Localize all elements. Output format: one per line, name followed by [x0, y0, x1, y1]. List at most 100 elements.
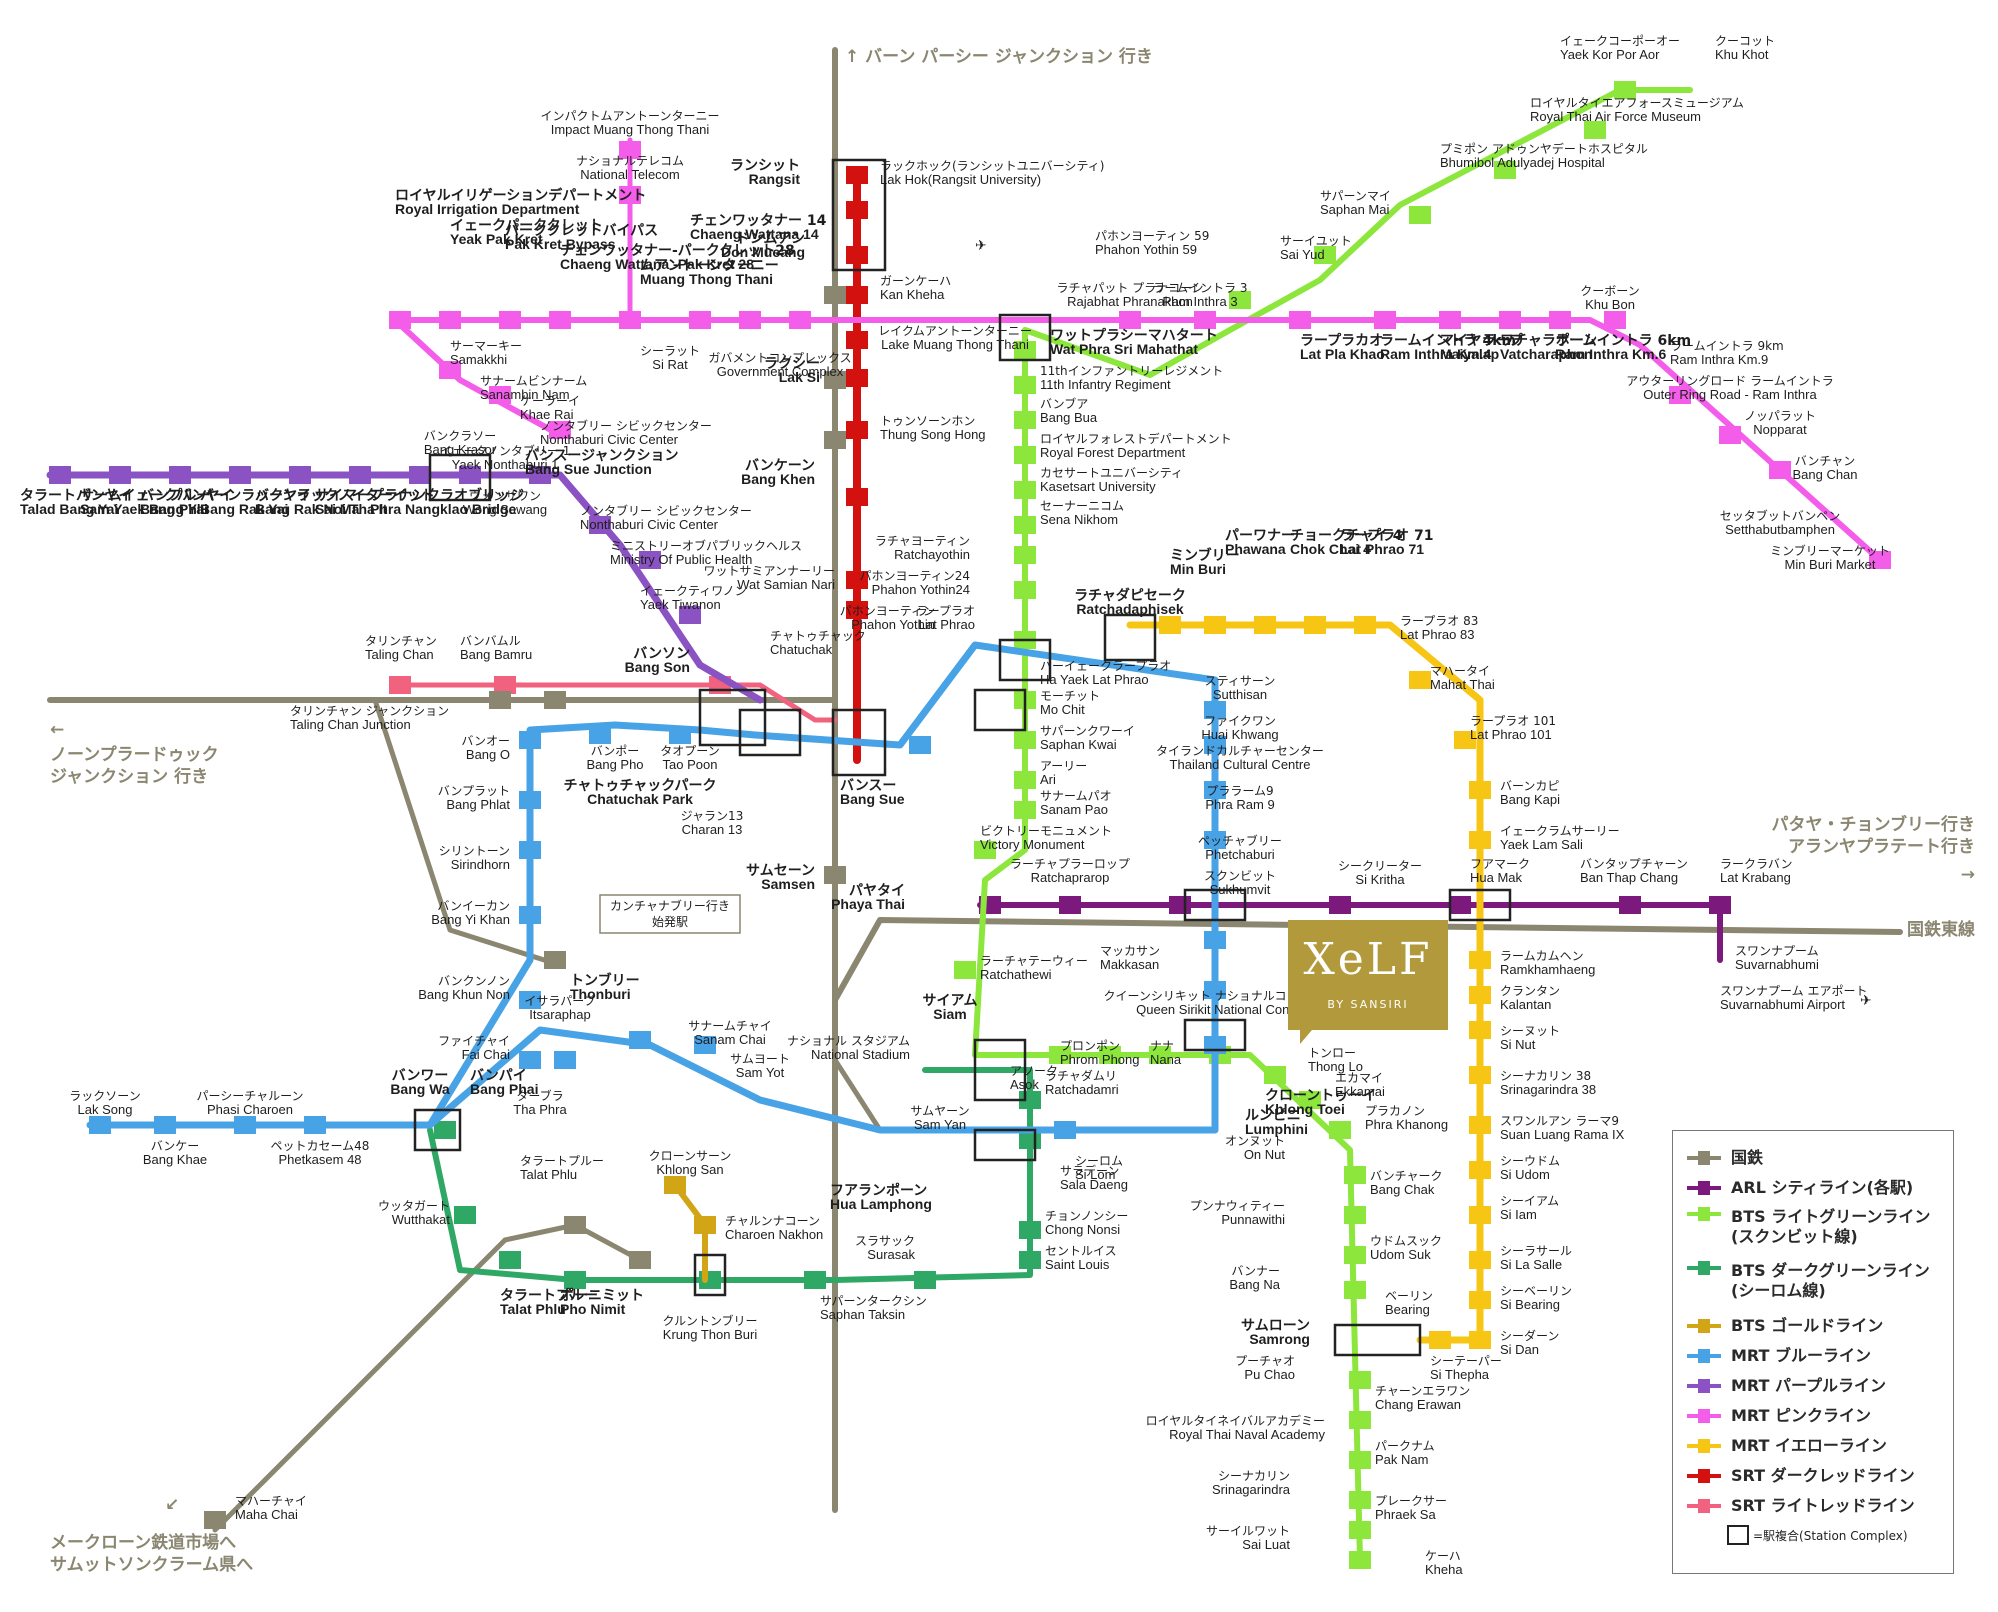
station-label-en: Ram Inthra Km.9 [1670, 352, 1768, 367]
station-label-en: Vatcharaphon [1500, 346, 1593, 362]
station-label-jp: サナームチャイ [688, 1019, 772, 1033]
station-label-jp: ファイチャイ [438, 1034, 510, 1048]
station-marker [619, 311, 641, 329]
station-marker [1344, 1166, 1366, 1184]
station-complex-box [831, 708, 887, 777]
station-marker [914, 1271, 936, 1289]
station-label-jp: ウドムスック [1370, 1234, 1442, 1248]
north-direction-label: ↑ バーン パーシー ジャンクション 行き [845, 46, 1153, 67]
station-label-jp: ミンブリー [1170, 547, 1240, 564]
station-marker [519, 731, 541, 749]
station-marker [1349, 1451, 1371, 1469]
station-marker [824, 286, 846, 304]
station-label-en: Lat Krabang [1720, 870, 1791, 885]
legend-swatch [1687, 1261, 1721, 1275]
station-label-jp: シーイアム [1500, 1194, 1559, 1208]
station-label-jp: サナームビンナーム [480, 374, 587, 388]
station-label-en: Sai Yud [1280, 247, 1325, 262]
station-marker [1469, 1291, 1491, 1309]
station-label-jp: バンクンノン [438, 974, 510, 988]
srt-east-line [832, 917, 1903, 1003]
legend-item: 国鉄 [1687, 1143, 1939, 1173]
station-label-jp: ロイヤルフォレストデパートメント [1040, 431, 1232, 446]
station-marker [1149, 1046, 1171, 1064]
station-label-en: Phasi Charoen [207, 1102, 293, 1117]
station-marker [519, 991, 541, 1009]
station-marker [544, 691, 566, 709]
station-label-jp: シリントーン [439, 844, 510, 858]
station-label-jp: クルントンブリー [662, 1313, 757, 1328]
station-label-en: Nonthaburi Civic Center [580, 517, 719, 532]
station-label-jp: パーククレットバイパス [505, 223, 658, 239]
station-label-jp: バーンラックノイターイット [255, 488, 435, 504]
station-marker [564, 1271, 586, 1289]
station-label-jp: プミポン アドゥンヤデートホスピタル [1440, 141, 1648, 156]
station-label-jp: サムヨート [730, 1052, 790, 1066]
station-label-jp: サームイェークバンヤイ [80, 488, 233, 504]
station-label-en: Muang Thong Thani [640, 271, 773, 287]
station-label-en: Yeak Pak Kret [450, 231, 543, 247]
west-arrow-icon: ← [50, 720, 64, 740]
legend-item: SRT ライトレッドライン [1687, 1491, 1939, 1521]
station-marker [1409, 671, 1431, 689]
station-marker [234, 1116, 256, 1134]
station-label-en: Ratchadamri [1045, 1082, 1119, 1097]
station-complex-box [428, 453, 492, 502]
station-label-jp: プロンポン [1060, 1039, 1120, 1053]
legend-swatch [1687, 1439, 1721, 1453]
station-marker [499, 1251, 521, 1269]
station-complex-box [973, 688, 1027, 732]
station-marker [564, 1216, 586, 1234]
station-label-en: Thung Song Hong [880, 427, 986, 442]
southwest-direction-label: メークローン鉄道市場へ [50, 1532, 236, 1553]
station-marker [694, 1216, 716, 1234]
station-label-jp: シーラット [640, 344, 700, 358]
station-label-jp: バンケー [151, 1139, 200, 1153]
station-label-en: Bang Sue [840, 791, 905, 807]
station-marker [846, 331, 868, 349]
station-label-jp: イェークパーククレット [450, 218, 603, 234]
station-label-en: Bang Chak [1370, 1182, 1435, 1197]
station-label-jp: ラームイントラ 3 [1152, 281, 1247, 295]
station-marker [1499, 311, 1521, 329]
station-label-en: Charan 13 [682, 822, 743, 837]
station-label-jp: スラサック [855, 1234, 915, 1248]
bts-light-green-line [972, 87, 1693, 1563]
legend-label: ARL シティライン(各駅) [1731, 1178, 1914, 1197]
station-label-jp: カセサートユニバーシティ [1040, 466, 1183, 480]
station-label-en: Samakkhi [450, 352, 507, 367]
station-label-en: Samsen [761, 876, 815, 892]
station-marker [669, 726, 691, 744]
station-label-en: Yaek Kor Por Aor [1560, 47, 1660, 62]
station-label-en: Lat Phrao [919, 617, 975, 632]
station-label-jp: ノッパラット [1744, 409, 1816, 423]
station-label-jp: チャルンナコーン [725, 1214, 820, 1228]
station-marker [409, 466, 431, 484]
station-label-en: Phraek Sa [1375, 1507, 1436, 1522]
station-label-jp: プララーム9 [1206, 784, 1273, 798]
station-complex-box [698, 688, 767, 747]
legend-swatch [1687, 1181, 1721, 1195]
legend-label: SRT ライトレッドライン [1731, 1496, 1915, 1515]
legend-item: MRT パープルライン [1687, 1371, 1939, 1401]
station-label-jp: イェークノンタブリー 1 [440, 443, 571, 458]
station-complex-box [1103, 613, 1157, 662]
station-label-jp: フアランポーン [830, 1182, 927, 1199]
station-label-jp: パーシーチャルーン [196, 1089, 303, 1103]
station-label-en: Phra Ram 9 [1205, 797, 1274, 812]
station-label-jp: ワチャラポーン [1500, 332, 1597, 349]
station-marker [679, 606, 701, 624]
station-marker [1054, 1121, 1076, 1139]
station-label-jp: バンナー [1231, 1264, 1280, 1278]
station-label-jp: ペットカセーム48 [271, 1139, 370, 1153]
station-marker [1059, 896, 1081, 914]
station-label-jp: セーナーニコム [1040, 499, 1124, 513]
station-label-en: Phetkasem 48 [278, 1152, 361, 1167]
station-label-en: Si Dan [1500, 1342, 1539, 1357]
station-marker [1289, 311, 1311, 329]
station-label-jp: シークリーター [1338, 859, 1422, 873]
station-label-en: Ha Yaek Lat Phrao [1040, 672, 1149, 687]
station-label-en: Wong Sawang [463, 502, 547, 517]
station-label-en: Wat Phra Sri Mahathat [1050, 341, 1198, 357]
